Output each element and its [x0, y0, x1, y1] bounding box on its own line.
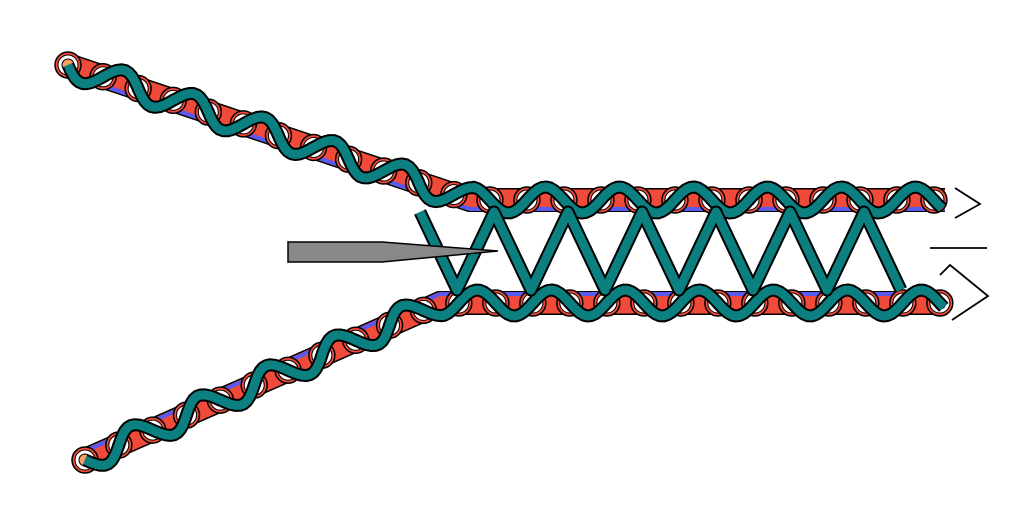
band: [80, 292, 945, 470]
band-outline: [80, 291, 945, 471]
separator-wedge: [287, 241, 499, 263]
band-outline: [64, 53, 945, 212]
coil: [83, 285, 948, 470]
arrow-icon: [939, 263, 990, 321]
arrow-icon: [954, 187, 982, 219]
band: [64, 55, 945, 211]
coil-wire: [62, 62, 949, 472]
annotation-arrows: [930, 187, 990, 321]
coil-link: [415, 207, 906, 295]
